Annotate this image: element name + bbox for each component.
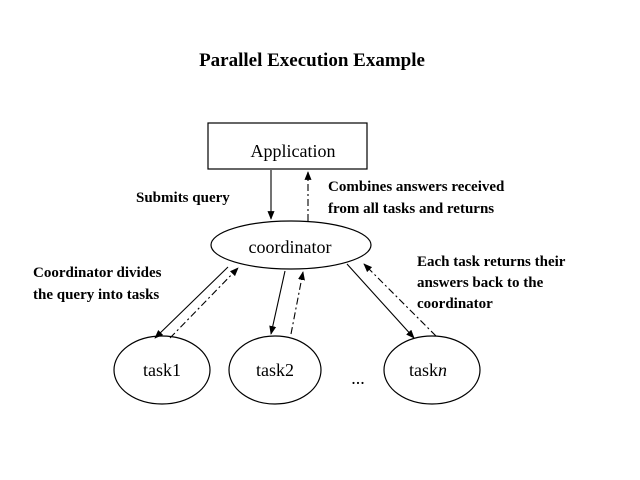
taskn-return-arrow [363, 263, 437, 337]
coordinator-label: coordinator [249, 237, 332, 257]
divide-to-task2-arrow [269, 270, 286, 335]
task2-label: task2 [256, 360, 294, 380]
taskn-node [383, 335, 481, 405]
taskn-label: taskn [409, 360, 447, 380]
coordinator-node [210, 220, 372, 270]
task1-label: task1 [143, 360, 181, 380]
combines-note-line1: Combines answers received [328, 179, 505, 195]
task1-return-arrow [169, 267, 239, 339]
returns-note-line2: answers back to the [417, 275, 544, 291]
returns-note-line3: coordinator [417, 296, 493, 312]
taskn-label-base: task [409, 360, 438, 380]
divides-note-line1: Coordinator divides [33, 265, 162, 281]
taskn-label-suffix: n [438, 360, 447, 380]
divides-note-line2: the query into tasks [33, 287, 159, 303]
application-label: Application [251, 141, 336, 161]
diagram-title: Parallel Execution Example [199, 50, 425, 71]
task2-node [228, 335, 322, 405]
divide-to-taskn-arrow [346, 263, 415, 339]
task2-return-arrow [290, 271, 305, 335]
returns-note-line1: Each task returns their [417, 254, 566, 270]
application-box [207, 122, 368, 170]
ellipsis-label: ... [351, 368, 365, 388]
submits-query-note: Submits query [136, 190, 230, 206]
divide-to-task1-arrow [154, 266, 229, 339]
combines-note-line2: from all tasks and returns [328, 201, 494, 217]
